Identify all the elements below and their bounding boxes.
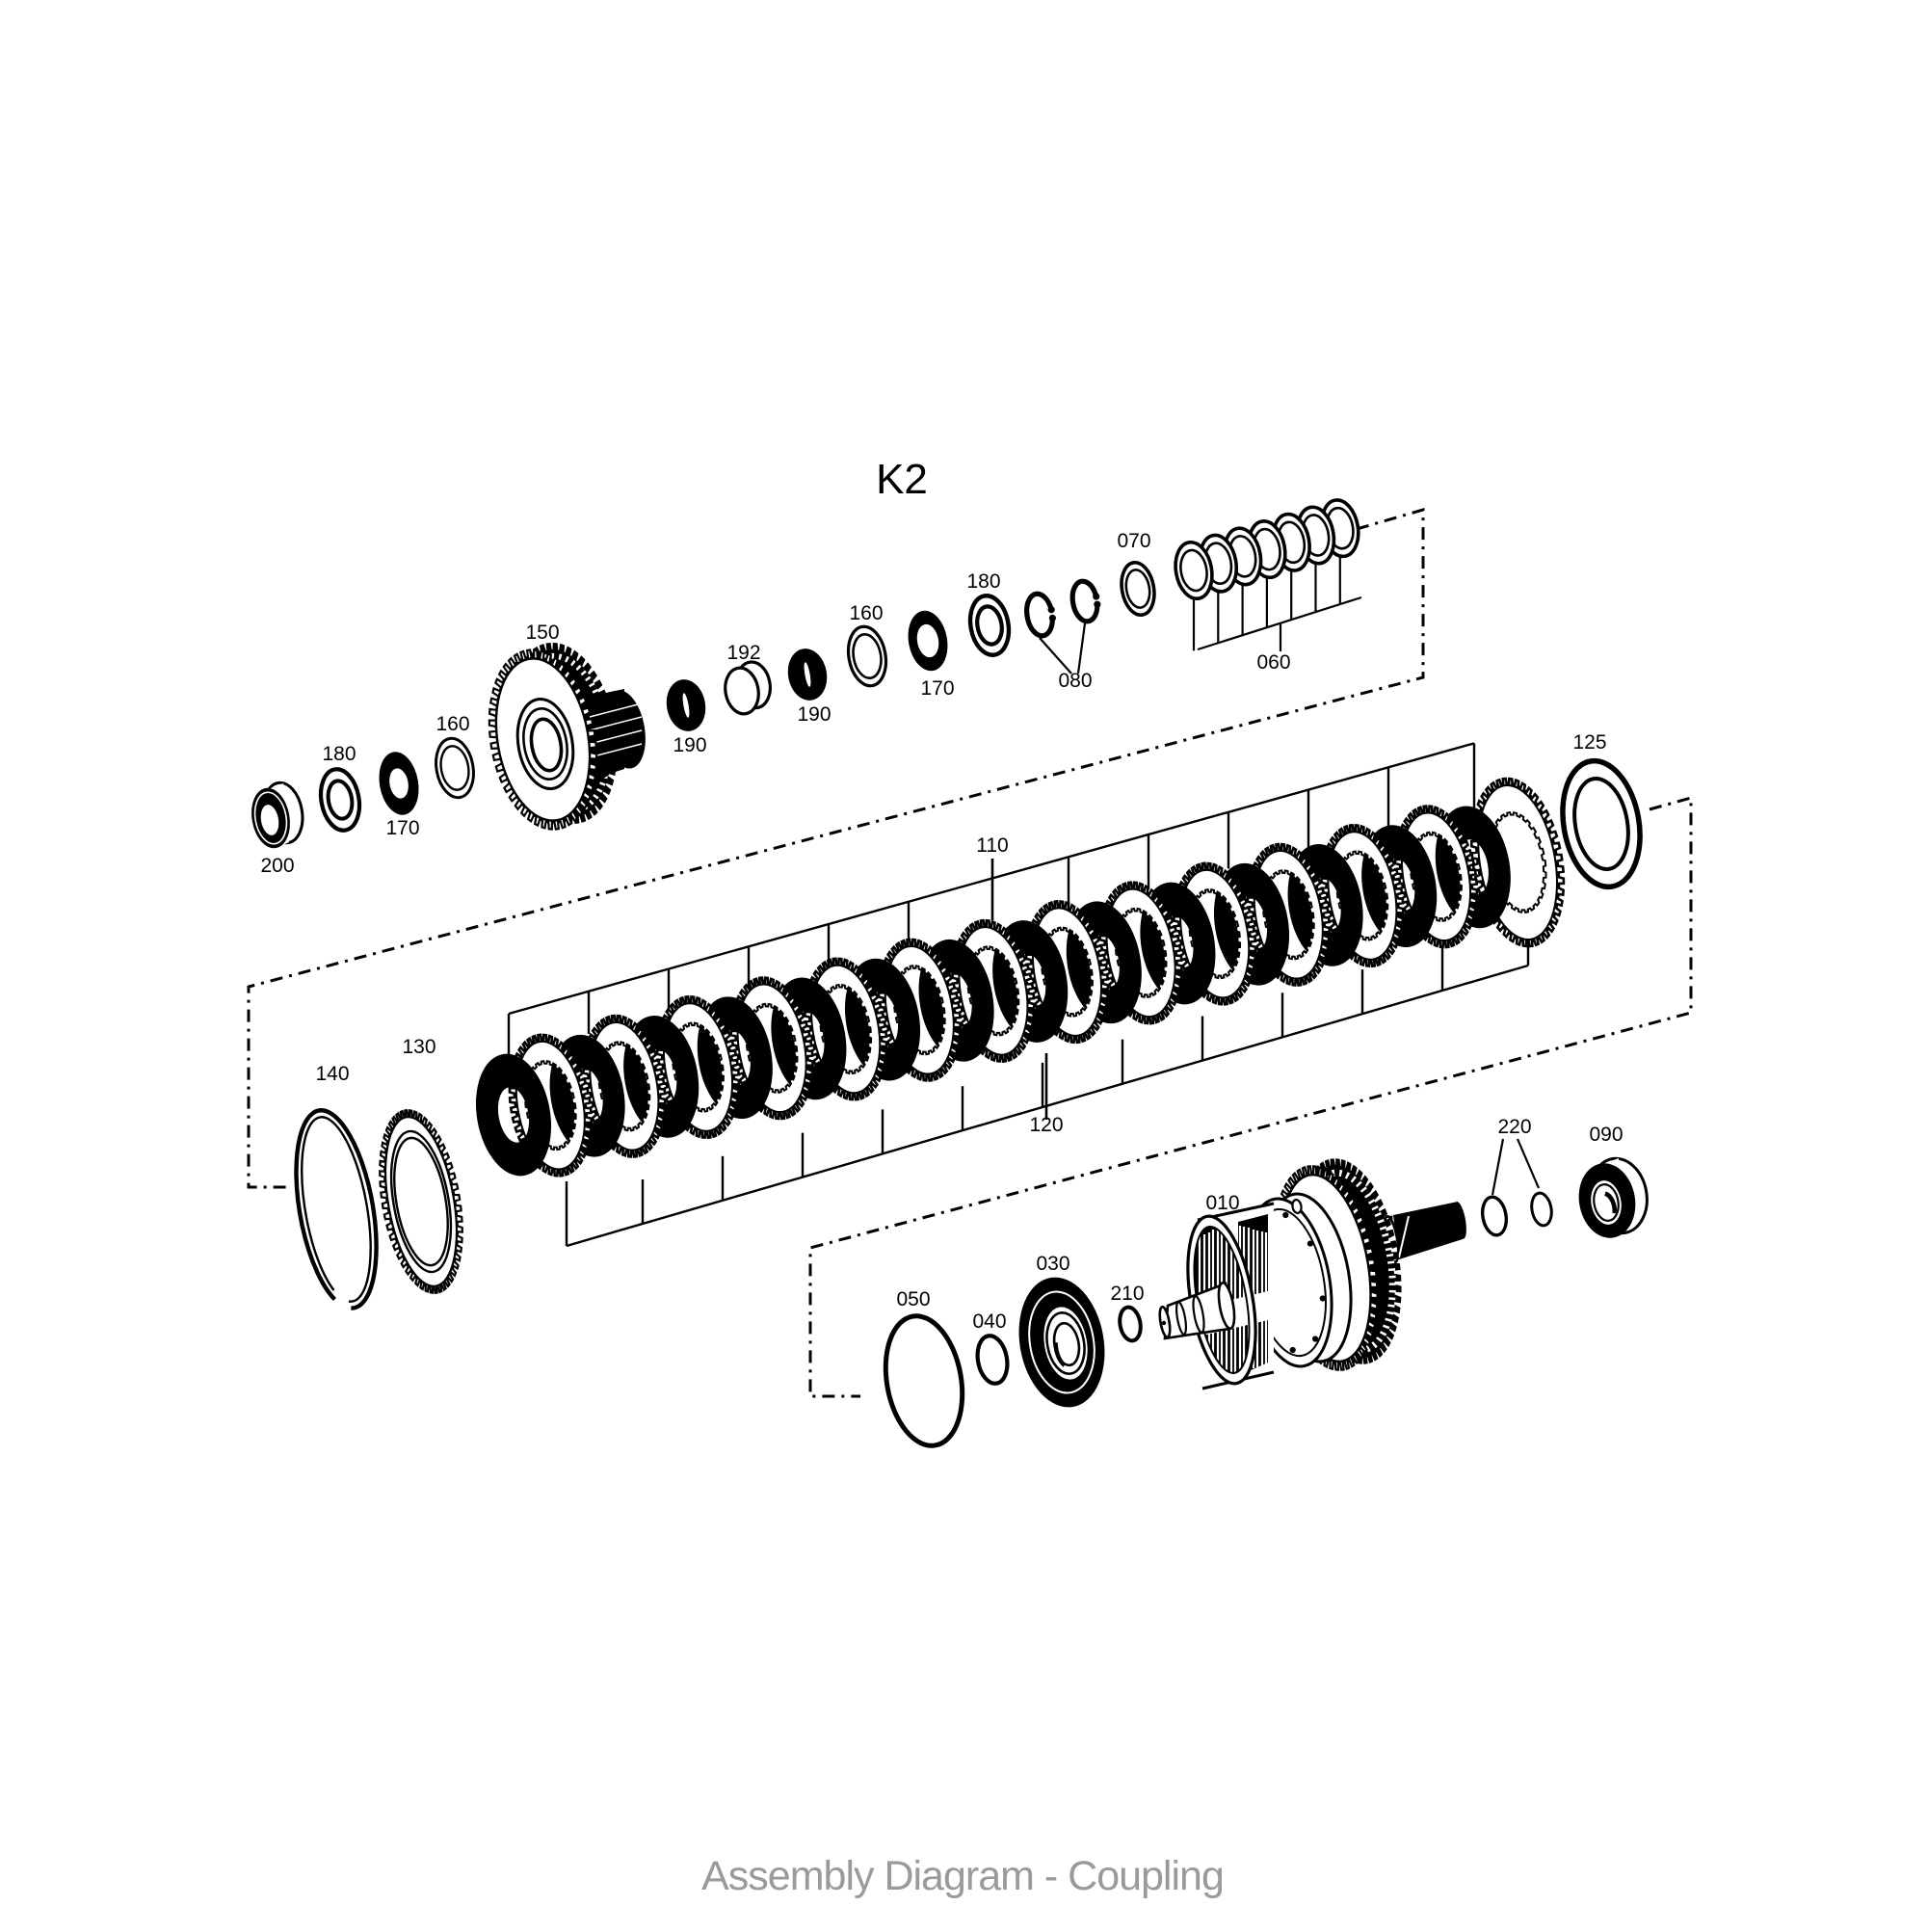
svg-text:192: 192 bbox=[726, 642, 760, 664]
svg-text:120: 120 bbox=[1029, 1114, 1063, 1136]
svg-text:060: 060 bbox=[1256, 651, 1290, 674]
svg-text:130: 130 bbox=[402, 1036, 436, 1058]
svg-text:180: 180 bbox=[322, 743, 356, 765]
svg-text:220: 220 bbox=[1497, 1116, 1531, 1138]
svg-text:070: 070 bbox=[1117, 530, 1150, 552]
svg-text:030: 030 bbox=[1036, 1253, 1069, 1275]
svg-text:170: 170 bbox=[385, 817, 419, 839]
svg-text:125: 125 bbox=[1572, 731, 1606, 754]
svg-text:210: 210 bbox=[1110, 1283, 1144, 1305]
svg-text:190: 190 bbox=[673, 734, 706, 756]
svg-text:150: 150 bbox=[525, 622, 559, 644]
svg-text:040: 040 bbox=[972, 1310, 1006, 1333]
svg-text:010: 010 bbox=[1205, 1192, 1239, 1214]
svg-text:180: 180 bbox=[966, 570, 1000, 593]
svg-text:110: 110 bbox=[976, 834, 1008, 857]
svg-text:080: 080 bbox=[1058, 670, 1092, 692]
svg-text:190: 190 bbox=[797, 703, 831, 726]
svg-text:090: 090 bbox=[1589, 1124, 1623, 1146]
svg-text:140: 140 bbox=[315, 1063, 349, 1085]
svg-text:200: 200 bbox=[260, 855, 294, 877]
svg-text:050: 050 bbox=[896, 1288, 930, 1310]
svg-text:Assembly Diagram - Coupling: Assembly Diagram - Coupling bbox=[701, 1853, 1224, 1899]
svg-text:170: 170 bbox=[920, 677, 954, 700]
svg-text:160: 160 bbox=[436, 713, 469, 735]
svg-text:K2: K2 bbox=[876, 456, 928, 503]
svg-text:160: 160 bbox=[849, 602, 883, 624]
